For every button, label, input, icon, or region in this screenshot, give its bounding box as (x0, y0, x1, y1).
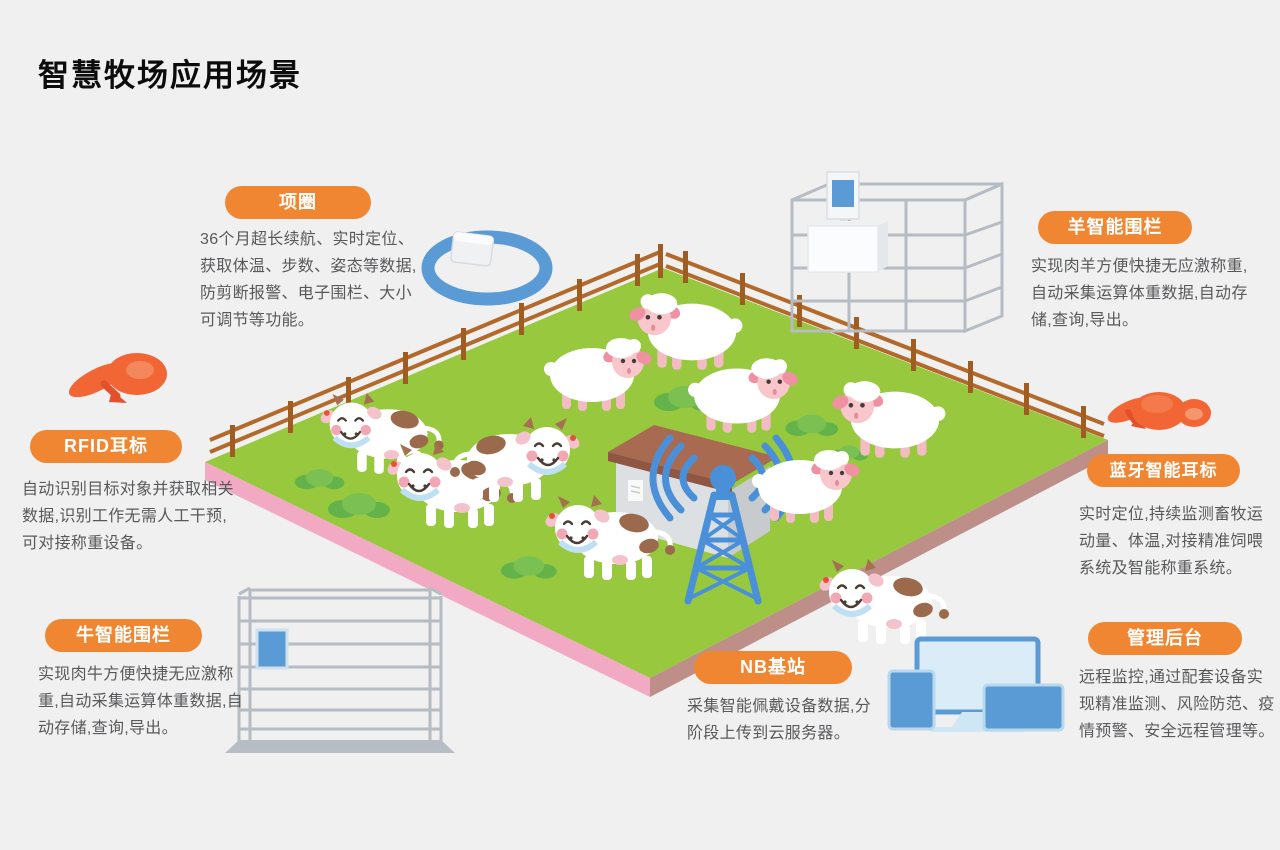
bluetooth-tag-badge: 蓝牙智能耳标 (1087, 454, 1240, 487)
admin-backend-description: 远程监控,通过配套设备实现精准监测、风险防范、疫情预警、安全远程管理等。 (1079, 669, 1275, 740)
fence-right (658, 244, 1105, 438)
rfid-ear-tag-icon (68, 353, 167, 403)
sheep-fence-description: 实现肉羊方便快捷无应激称重,自动采集运算体重数据,自动存储,查询,导出。 (1031, 258, 1248, 329)
collar-description: 36个月超长续航、实时定位、获取体温、步数、姿态等数据,防剪断报警、电子围栏、大… (200, 231, 417, 329)
rfid-tag-badge: RFID耳标 (30, 430, 182, 463)
sheep-fence-badge: 羊智能围栏 (1038, 211, 1192, 244)
collar-icon (421, 230, 553, 306)
admin-devices-icon (887, 636, 1065, 732)
cattle-fence-description: 实现肉牛方便快捷无应激称重,自动采集运算体重数据,自动存储,查询,导出。 (38, 666, 244, 737)
sheep-cage-illustration (790, 171, 1004, 334)
cattle-fence-badge: 牛智能围栏 (45, 619, 202, 652)
collar-badge: 项圈 (225, 186, 371, 219)
page-title: 智慧牧场应用场景 (38, 58, 302, 93)
cattle-cage-illustration (225, 586, 455, 753)
rfid-tag-description: 自动识别目标对象并获取相关数据,识别工作无需人工干预,可对接称重设备。 (22, 481, 234, 552)
nb-station-badge: NB基站 (694, 651, 852, 684)
fence-left (209, 250, 661, 457)
bluetooth-ear-tag-icon (1107, 392, 1211, 430)
bluetooth-tag-description: 实时定位,持续监测畜牧运动量、体温,对接精准饲喂系统及智能称重系统。 (1079, 506, 1264, 577)
admin-backend-badge: 管理后台 (1088, 622, 1242, 655)
nb-station-description: 采集智能佩戴设备数据,分阶段上传到云服务器。 (687, 698, 872, 742)
